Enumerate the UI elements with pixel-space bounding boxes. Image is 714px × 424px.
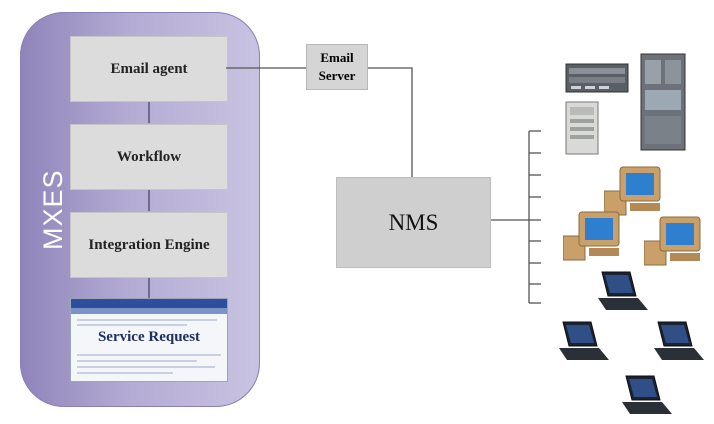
email-server-line1: Email [320, 50, 354, 65]
laptop-icon [598, 271, 648, 310]
service-request-screenshot: Service Request [70, 298, 228, 382]
workflow-box: Workflow [70, 124, 228, 190]
rack-server-icon [565, 63, 629, 93]
workflow-label: Workflow [116, 148, 182, 165]
integration-engine-label: Integration Engine [88, 236, 210, 253]
email-server-line2: Server [318, 68, 356, 83]
connector [148, 189, 150, 211]
integration-engine-box: Integration Engine [70, 212, 228, 278]
nms-label: NMS [388, 209, 439, 235]
service-request-label: Service Request [97, 329, 201, 345]
nms-box: NMS [336, 177, 491, 268]
laptop-icon [654, 321, 704, 360]
email-server-box: Email Server [306, 44, 368, 90]
laptop-icon [559, 321, 609, 360]
connector [148, 277, 150, 299]
email-agent-box: Email agent [70, 36, 228, 102]
desktop-computer-icon [604, 166, 661, 216]
email-agent-label: Email agent [110, 60, 188, 77]
desktop-computer-icon [563, 211, 620, 261]
server-cabinet-icon [640, 53, 686, 151]
laptop-icon [622, 375, 672, 414]
email-server-to-nms-line [366, 67, 413, 177]
tower-server-icon [565, 101, 599, 155]
desktop-computer-icon [644, 216, 701, 266]
connector [148, 101, 150, 123]
